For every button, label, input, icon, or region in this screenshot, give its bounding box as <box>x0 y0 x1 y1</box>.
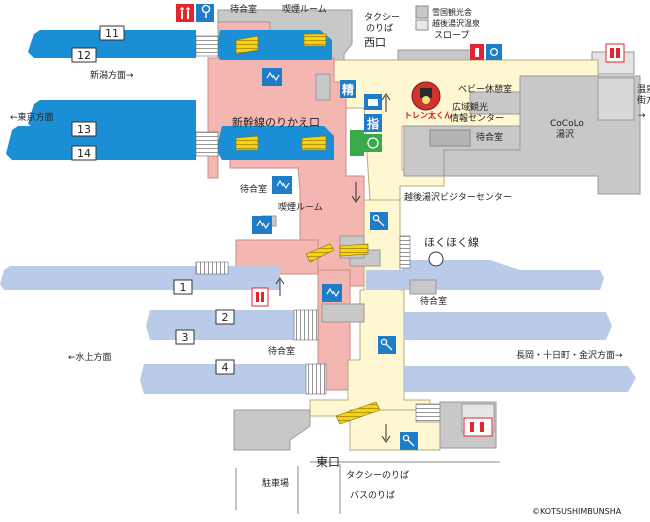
waiting-room-label: 待合室 <box>240 183 267 195</box>
ticket-office-icon: 精 <box>340 80 356 98</box>
mascot-label: トレン太くん <box>404 110 452 120</box>
tourist-center-label-2: 情報センター <box>450 112 504 124</box>
taxi-top-label-1: タクシー <box>364 12 400 23</box>
onsen-street-label-2: 街方面 <box>637 94 650 106</box>
platform-number-3: 3 <box>175 329 195 345</box>
platform-number-11: 11 <box>99 25 125 41</box>
waiting-room-label: 待合室 <box>268 345 295 357</box>
platform-number-13: 13 <box>71 121 97 137</box>
waiting-room-label: 待合室 <box>230 3 257 15</box>
mascot-icon <box>411 81 441 111</box>
slope-label: スロープ <box>434 30 469 41</box>
platform-number-14: 14 <box>71 145 97 161</box>
platform-number-12: 12 <box>71 47 97 63</box>
shinkansen-concourse <box>207 57 365 391</box>
svg-text:2: 2 <box>222 311 229 324</box>
smoking-room-label: 喫煙ルーム <box>282 3 327 15</box>
elevator-icon <box>322 284 342 302</box>
route-arrows <box>275 93 391 443</box>
svg-text:12: 12 <box>77 49 91 62</box>
elevator-icon <box>252 216 272 234</box>
toilet-icon <box>251 287 269 307</box>
toilet-icon <box>463 417 493 437</box>
onsen-street-arrow: → <box>638 111 646 121</box>
green-window-icon <box>350 130 382 156</box>
cocolo-label-1: CoCoLo <box>550 119 584 129</box>
svg-text:14: 14 <box>77 147 91 160</box>
shinkansen-transfer-label: 新幹線のりかえ口 <box>232 115 320 129</box>
camera-icon <box>364 94 382 110</box>
escalator-icon <box>235 33 381 425</box>
accessible-icon <box>486 44 502 60</box>
platform-number-2: 2 <box>215 309 235 325</box>
niigata-direction-label: 新潟方面→ <box>90 69 134 81</box>
snow-country-label-1: 雪国観光舎 <box>432 7 472 17</box>
tokyo-direction-label: ←東京方面 <box>10 111 54 123</box>
minakami-direction-label: ←水上方面 <box>68 351 112 363</box>
svg-text:指: 指 <box>367 116 379 131</box>
parking-label: 駐車場 <box>262 477 289 489</box>
svg-text:4: 4 <box>222 361 229 374</box>
platform-number-1: 1 <box>173 279 193 295</box>
elevator-icon <box>262 68 282 86</box>
smoking-room-label: 喫煙ルーム <box>278 201 323 213</box>
toilet-icon <box>605 43 625 63</box>
svg-text:13: 13 <box>77 123 91 136</box>
waiting-room-label: 待合室 <box>420 295 447 307</box>
elevator-icon <box>272 176 292 194</box>
toilet-icon <box>176 4 194 22</box>
coin-locker-icon <box>378 336 396 354</box>
hokuhoku-line-label: ほくほく線 <box>424 235 479 249</box>
west-exit-label: 西口 <box>364 36 386 49</box>
taxi-top-label-2: のりば <box>366 23 393 34</box>
svg-text:精: 精 <box>342 82 354 97</box>
cocolo-label-2: 湯沢 <box>556 128 574 140</box>
svg-text:3: 3 <box>182 331 189 344</box>
platform-number-4: 4 <box>215 359 235 375</box>
cocolo-building <box>403 75 641 195</box>
local-platforms <box>0 235 636 423</box>
hokuhoku-line-number <box>428 251 444 267</box>
onsen-street-label-1: 温泉 <box>637 83 650 95</box>
baby-room-label: ベビー休憩室 <box>458 83 512 95</box>
reserved-seat-office-icon: 指 <box>364 114 382 132</box>
bus-bottom-label: バスのりば <box>350 490 395 501</box>
coin-locker-icon <box>370 212 388 230</box>
tourist-center-label-1: 広域観光 <box>452 101 488 113</box>
accessible-icon <box>196 4 214 22</box>
snow-country-label-2: 越後湯沢温泉 <box>432 18 480 28</box>
toilet-icon <box>470 44 484 60</box>
taxi-bottom-label: タクシーのりば <box>346 470 409 481</box>
copyright-label: ©KOTSUSHIMBUNSHA <box>532 507 622 516</box>
waiting-room-label: 待合室 <box>476 131 503 143</box>
coin-locker-icon <box>400 432 418 450</box>
east-exit-label: 東口 <box>316 455 340 469</box>
svg-text:11: 11 <box>105 27 119 40</box>
svg-text:1: 1 <box>180 281 187 294</box>
visitor-center-label: 越後湯沢ビジターセンター <box>404 191 512 203</box>
nagaoka-direction-label: 長岡・十日町・金沢方面→ <box>516 349 623 361</box>
map-labels: 待合室 喫煙ルーム タクシー のりば 雪国観光舎 越後湯沢温泉 西口 スロープ … <box>10 3 650 516</box>
